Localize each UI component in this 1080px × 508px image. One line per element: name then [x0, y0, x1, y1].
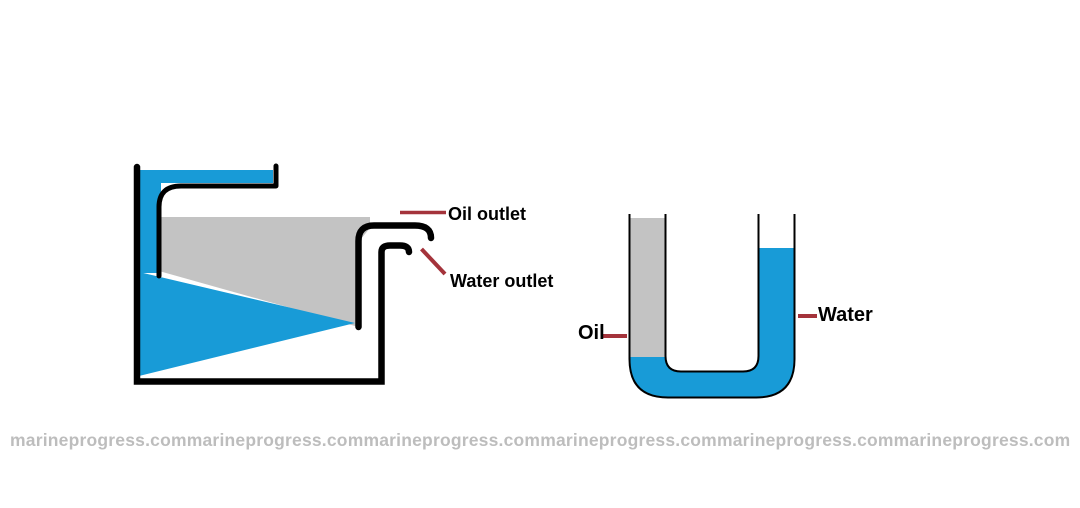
- water-label: Water: [818, 304, 873, 326]
- water-over-weir-shape: [139, 170, 273, 273]
- watermark-text: marineprogress.com: [10, 430, 187, 450]
- watermark-text: marineprogress.com: [363, 430, 541, 450]
- water-wedge-shape: [139, 272, 355, 376]
- oil-outlet-pipe: [355, 222, 435, 331]
- watermark-text: marineprogress.com: [186, 430, 364, 450]
- watermark-text: marineprogress.com: [540, 430, 717, 450]
- water-outlet-label: Water outlet: [450, 271, 554, 291]
- oil-label: Oil: [578, 322, 605, 344]
- utube-outer-wall: [628, 214, 796, 399]
- utube-water-shape: [629, 248, 795, 398]
- watermark-text: marineprogress.com: [893, 430, 1071, 450]
- watermark-text: marineprogress.com: [716, 430, 894, 450]
- separator-tank-diagram: [133, 163, 447, 385]
- oil-layer-shape: [159, 217, 370, 326]
- water-outlet-leader-line: [420, 247, 447, 276]
- u-tube-diagram: [603, 214, 817, 399]
- tank-outline-and-water-outlet-pipe: [133, 163, 413, 385]
- weir-pipe: [156, 163, 279, 279]
- utube-oil-column-shape: [629, 218, 666, 357]
- utube-inner-wall: [664, 214, 760, 373]
- oil-outlet-label: Oil outlet: [448, 204, 526, 224]
